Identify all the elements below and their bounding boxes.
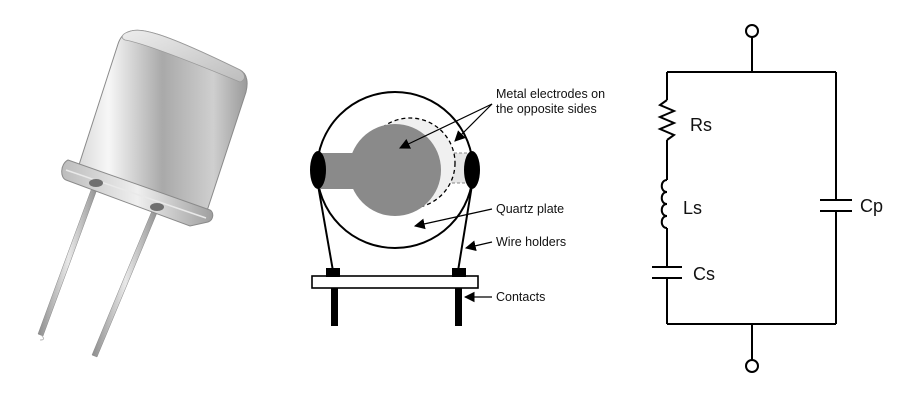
contacts-label: Contacts	[496, 290, 545, 304]
base-board	[311, 275, 479, 289]
crystal-package-photo	[37, 29, 248, 358]
cs-label: Cs	[693, 264, 715, 284]
electrodes-label-line1: Metal electrodes on	[496, 87, 605, 101]
terminal-bottom	[745, 359, 759, 373]
pin-right	[91, 205, 160, 358]
ls-label: Ls	[683, 198, 702, 218]
cp-label: Cp	[860, 196, 883, 216]
crystal-construction-diagram: Metal electrodes on the opposite sides Q…	[310, 87, 605, 326]
wire-holder-left	[310, 151, 326, 189]
electrodes-label-line2: the opposite sides	[496, 102, 597, 116]
resistor-rs	[657, 99, 677, 141]
contact-pin-left	[331, 288, 338, 326]
flange	[61, 159, 214, 227]
wire-holders-label: Wire holders	[496, 235, 566, 249]
front-electrode	[349, 124, 441, 216]
quartz-plate-label: Quartz plate	[496, 202, 564, 216]
equivalent-circuit	[652, 24, 852, 373]
rs-label: Rs	[690, 115, 712, 135]
pin-left	[37, 181, 100, 337]
terminal-top	[745, 24, 759, 38]
inductor-ls	[660, 179, 668, 229]
circuit-labels: Rs Ls Cs Cp	[683, 115, 883, 284]
contact-pin-right	[455, 288, 462, 326]
wire-holder-right	[464, 151, 480, 189]
